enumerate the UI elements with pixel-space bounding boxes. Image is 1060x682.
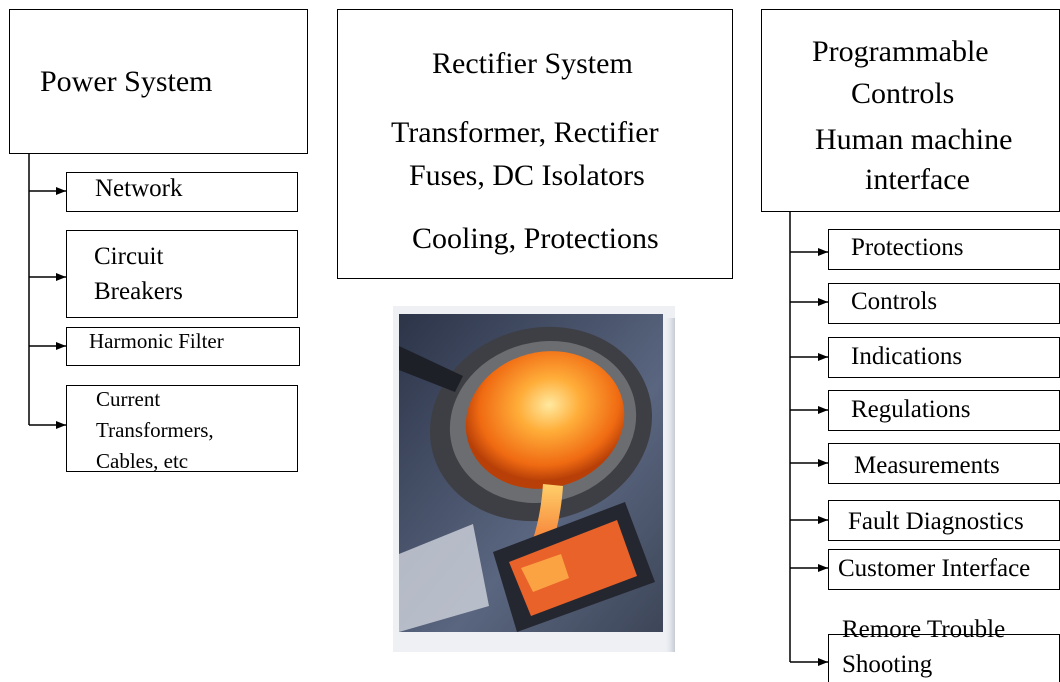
current-transformers-box	[66, 385, 298, 472]
power-system-box	[9, 9, 308, 154]
rectifier-line1: Transformer, Rectifier	[391, 116, 659, 149]
regulations-box	[828, 390, 1060, 431]
controls-label: Controls	[851, 288, 938, 315]
harmonic-filter-label: Harmonic Filter	[89, 329, 224, 353]
current-transformers-label-line3: Cables, etc	[96, 449, 189, 473]
remote-trouble-shooting-label-line2: Shooting	[842, 651, 933, 678]
regulations-label: Regulations	[851, 396, 971, 423]
circuit-breakers-label-line1: Circuit	[94, 243, 164, 270]
power-system-title: Power System	[40, 65, 213, 98]
customer-interface-label: Customer Interface	[838, 555, 1031, 582]
indications-box	[828, 337, 1060, 378]
hmi-subtitle-line1: Human machine	[815, 123, 1013, 156]
rectifier-system-title: Rectifier System	[432, 47, 633, 80]
hmi-subtitle-line2: interface	[865, 163, 970, 196]
rectifier-line3: Cooling, Protections	[412, 222, 659, 255]
fault-diagnostics-box	[828, 500, 1060, 541]
remote-trouble-shooting-box	[828, 634, 1060, 682]
current-transformers-label-line2: Transformers,	[96, 418, 214, 442]
circuit-breakers-box	[66, 230, 298, 318]
controls-box	[828, 283, 1060, 324]
network-label: Network	[95, 175, 183, 202]
customer-interface-box	[828, 549, 1060, 590]
rectifier-system-box	[337, 9, 733, 279]
programmable-controls-title-line1: Programmable	[812, 35, 989, 68]
harmonic-filter-box	[66, 327, 300, 366]
remote-trouble-shooting-label-line1: Remore Trouble	[842, 616, 1006, 643]
protections-box	[828, 229, 1060, 270]
protections-label: Protections	[851, 234, 964, 261]
indications-label: Indications	[851, 343, 963, 370]
network-box	[66, 172, 298, 212]
measurements-box	[828, 443, 1060, 484]
programmable-controls-title-line2: Controls	[851, 77, 955, 110]
circuit-breakers-label-line2: Breakers	[94, 278, 183, 305]
molten-metal-pouring-photo	[393, 306, 675, 652]
current-transformers-label-line1: Current	[96, 387, 161, 411]
measurements-label: Measurements	[854, 452, 1000, 479]
fault-diagnostics-label: Fault Diagnostics	[848, 508, 1024, 535]
programmable-controls-box	[761, 9, 1060, 212]
rectifier-line2: Fuses, DC Isolators	[409, 159, 645, 192]
